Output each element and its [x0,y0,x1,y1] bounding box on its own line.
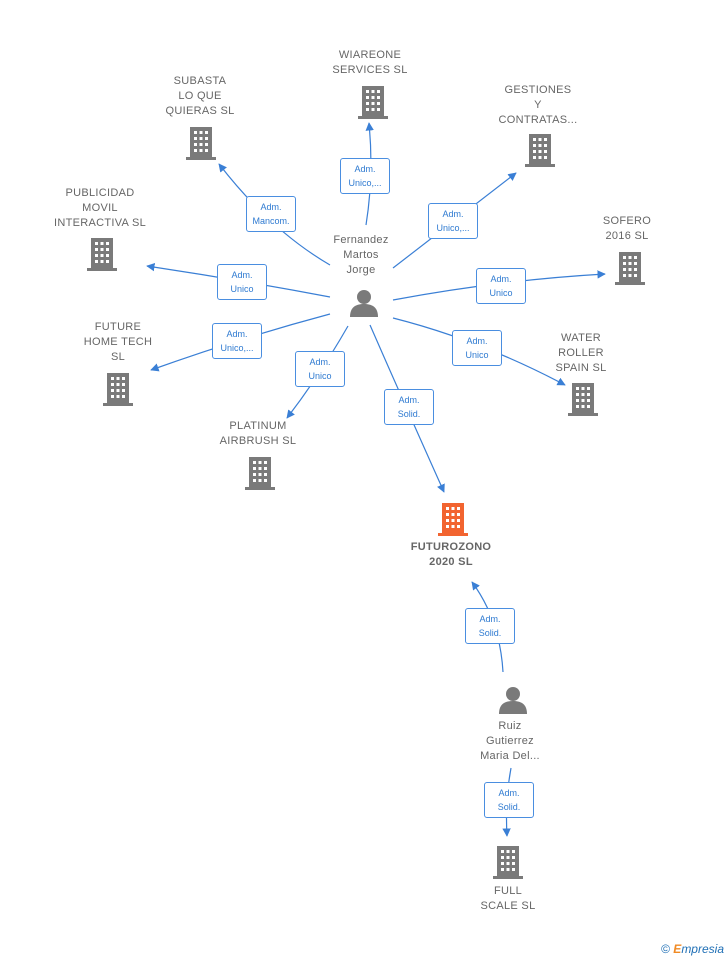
building-icon-gestiones[interactable] [525,134,555,167]
edge-label-wiareone[interactable]: Adm. Unico,... [340,158,390,194]
edge-label-future[interactable]: Adm. Unico,... [212,323,262,359]
building-icon-futurozono[interactable] [438,503,468,536]
copyright-icon: © [661,942,670,956]
brand-name: mpresia [681,942,724,956]
node-label-gestiones[interactable]: GESTIONES Y CONTRATAS... [498,84,578,126]
edge-label-subasta[interactable]: Adm. Mancom. [246,196,296,232]
node-label-ruiz[interactable]: Ruiz Gutierrez Maria Del... [480,720,540,762]
edge-label-futurozono-r[interactable]: Adm. Solid. [465,608,515,644]
building-icon-water[interactable] [568,383,598,416]
node-label-subasta[interactable]: SUBASTA LO QUE QUIERAS SL [165,75,235,117]
building-icon-future[interactable] [103,373,133,406]
brand-logo[interactable]: © Empresia [661,942,724,956]
person-icon-fernandez[interactable] [350,290,378,317]
building-icon-wiareone[interactable] [358,86,388,119]
building-icon-platinum[interactable] [245,457,275,490]
node-label-futurozono[interactable]: FUTUROZONO 2020 SL [410,541,492,568]
node-label-fullscale[interactable]: FULL SCALE SL [480,885,536,912]
node-label-publicidad[interactable]: PUBLICIDAD MOVIL INTERACTIVA SL [53,187,147,229]
building-icon-publicidad[interactable] [87,238,117,271]
edge-label-publicidad[interactable]: Adm. Unico [217,264,267,300]
node-label-sofero[interactable]: SOFERO 2016 SL [602,215,652,242]
node-label-water[interactable]: WATER ROLLER SPAIN SL [555,332,607,374]
edge-label-fullscale[interactable]: Adm. Solid. [484,782,534,818]
edge-label-water[interactable]: Adm. Unico [452,330,502,366]
node-label-platinum[interactable]: PLATINUM AIRBRUSH SL [219,420,297,447]
person-icon-ruiz[interactable] [499,687,527,714]
node-label-wiareone[interactable]: WIAREONE SERVICES SL [332,49,408,76]
edge-label-gestiones[interactable]: Adm. Unico,... [428,203,478,239]
building-icon-fullscale[interactable] [493,846,523,879]
edge-label-platinum[interactable]: Adm. Unico [295,351,345,387]
brand-e: E [673,942,682,956]
node-label-future[interactable]: FUTURE HOME TECH SL [83,321,153,363]
building-icon-sofero[interactable] [615,252,645,285]
edge-label-sofero[interactable]: Adm. Unico [476,268,526,304]
edge-label-futurozono-f[interactable]: Adm. Solid. [384,389,434,425]
node-label-fernandez[interactable]: Fernandez Martos Jorge [333,234,389,276]
building-icon-subasta[interactable] [186,127,216,160]
